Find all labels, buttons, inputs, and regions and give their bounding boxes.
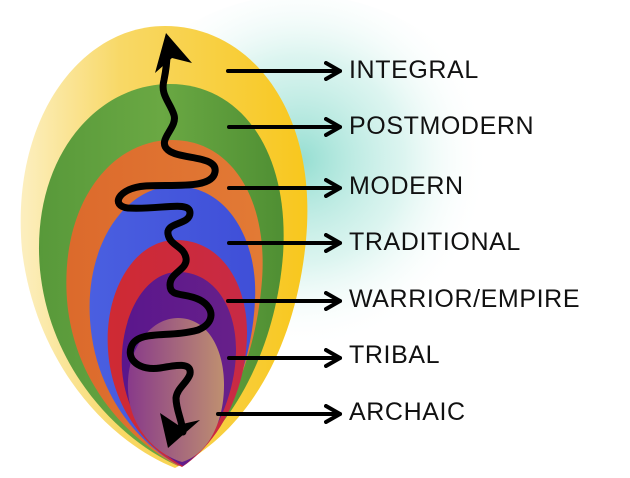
label-warrior-empire: WARRIOR/EMPIRE: [349, 285, 581, 313]
wavy-path-arrow: [114, 50, 219, 436]
label-postmodern: POSTMODERN: [349, 112, 535, 140]
label-archaic: ARCHAIC: [349, 398, 466, 426]
label-modern: MODERN: [349, 172, 464, 200]
arrowhead-down-icon: [160, 413, 200, 448]
label-arrows: [216, 61, 342, 424]
label-tribal: TRIBAL: [349, 341, 441, 369]
arrowhead-up-icon: [155, 33, 192, 73]
label-traditional: TRADITIONAL: [349, 228, 521, 256]
label-integral: INTEGRAL: [349, 56, 479, 84]
